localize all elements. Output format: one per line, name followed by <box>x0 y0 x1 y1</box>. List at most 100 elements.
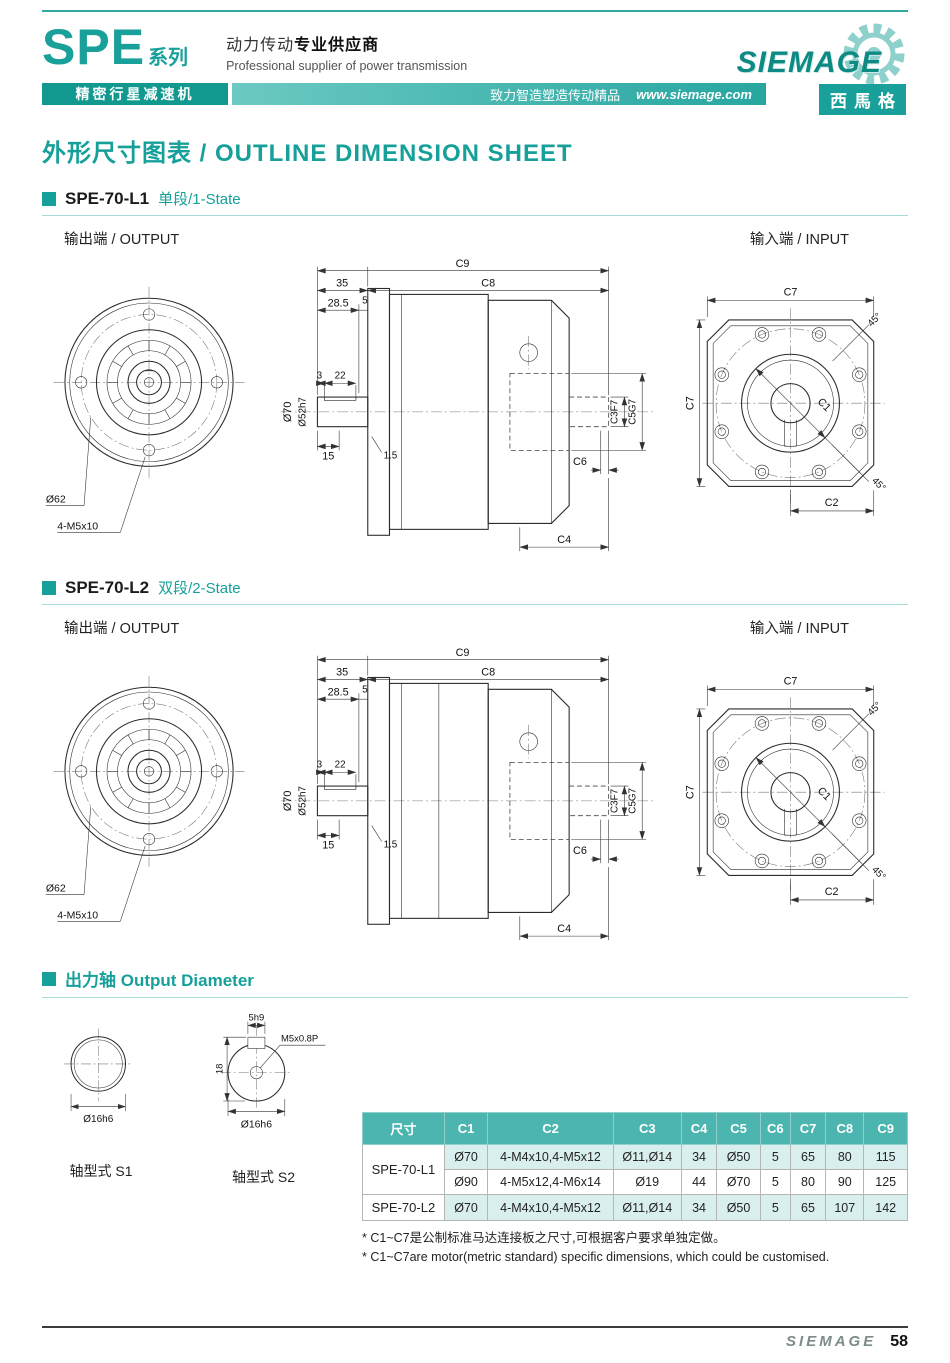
col-header: C6 <box>759 1112 791 1145</box>
dim-45-bottom-label: 45° <box>869 864 887 882</box>
table-cell: Ø19 <box>612 1169 682 1195</box>
dim-5-label: 5 <box>362 295 368 306</box>
output-label: 输出端 / OUTPUT <box>64 621 180 637</box>
dim-35-label: 35 <box>336 278 348 290</box>
dim-c7-top-label: C7 <box>784 286 798 298</box>
io-labels: 输出端 / OUTPUT 输入端 / INPUT <box>46 228 904 249</box>
section1-heading: SPE-70-L1 单段/1-State <box>42 188 908 216</box>
table-cell: 80 <box>825 1144 865 1170</box>
dim-28-5-label: 28.5 <box>327 686 348 698</box>
dim-3-label: 3 <box>316 370 322 381</box>
dim-c1-label: C1 <box>815 785 833 803</box>
shaft-s1-drawing: Ø16h6 <box>63 1028 133 1125</box>
brand-name: SIEMAGE <box>736 46 882 79</box>
tagline-cn: 动力传动专业供应商 <box>226 31 467 55</box>
dim-dia16-s1-label: Ø16h6 <box>83 1114 113 1125</box>
table-cell: 125 <box>863 1169 908 1195</box>
section-spe-70-l2: SPE-70-L2 双段/2-State 输出端 / OUTPUT 输入端 / … <box>42 577 908 946</box>
input-label: 输入端 / INPUT <box>749 232 849 248</box>
model-cell: SPE-70-L2 <box>362 1194 445 1221</box>
brand-name-cn: 西馬格 <box>819 84 906 115</box>
square-bullet-icon <box>42 191 56 206</box>
flange-outline <box>64 297 234 467</box>
dimensions: C9 35 C8 28.5 5 3 22 Ø70 Ø52h7 <box>281 258 646 552</box>
page-number: 58 <box>890 1333 908 1350</box>
table-cell: 5 <box>759 1169 791 1195</box>
table-cell: 115 <box>863 1144 908 1170</box>
tagline-en: Professional supplier of power transmiss… <box>226 59 468 73</box>
website-link[interactable]: www.siemage.com <box>636 86 752 102</box>
gearbox-body <box>316 287 609 536</box>
input-view-l1: C7 C7 C1 45° 45° C2 <box>685 286 888 516</box>
table-cell: 4-M4x10,4-M5x12 <box>487 1144 614 1170</box>
dim-c3-label: C3F7 <box>609 400 620 424</box>
dim-5h9-label: 5h9 <box>249 1013 265 1024</box>
dim-c4-label: C4 <box>557 534 571 546</box>
table-header-row: 尺寸 C1 C2 C3 C4 C5 C6 C7 C8 C9 <box>362 1112 908 1145</box>
table-cell: 142 <box>863 1194 908 1221</box>
dim-dia70-label: Ø70 <box>281 791 293 812</box>
section-spe-70-l1: SPE-70-L1 单段/1-State 输出端 / OUTPUT 输入端 / … <box>42 188 908 557</box>
dim-c1-label: C1 <box>815 396 833 414</box>
output-front-view-l1: Ø62 4-M5x10 <box>46 286 245 533</box>
dim-dia70-label: Ø70 <box>281 402 293 423</box>
note-en: * C1~C7are motor(metric standard) specif… <box>362 1249 830 1264</box>
dimensions: C9 35 C8 28.5 5 3 22 Ø70 Ø52h7 <box>281 647 646 941</box>
col-header: C2 <box>487 1112 614 1145</box>
square-bullet-icon <box>42 580 56 595</box>
dim-c2-label: C2 <box>825 497 839 509</box>
table-cell: 5 <box>759 1144 791 1170</box>
section-output-diameter: 出力轴 Output Diameter Ø16h6 轴型式 S1 <box>42 966 908 1267</box>
dim-c7-left-label: C7 <box>685 396 697 410</box>
table-cell: Ø70 <box>443 1144 489 1170</box>
dim-15-label: 15 <box>322 839 334 851</box>
section1-model: SPE-70-L1 <box>65 188 150 208</box>
col-header: 尺寸 <box>362 1112 445 1145</box>
model-cell: SPE-70-L1 <box>362 1144 445 1195</box>
flange-outline <box>706 319 875 487</box>
hub-and-gearing <box>95 717 203 825</box>
subtitle-banner: 精密行星减速机 <box>42 83 228 105</box>
shaft-s2-figure: 5h9 M5x0.8P 18 Ø16h6 轴型式 S2 <box>176 1013 351 1267</box>
bolt-holes <box>714 327 867 479</box>
output-label: 输出端 / OUTPUT <box>64 232 180 248</box>
table-cell: 65 <box>789 1144 827 1170</box>
centerlines <box>53 675 245 867</box>
io-labels: 输出端 / OUTPUT 输入端 / INPUT <box>46 617 904 638</box>
brand-logo: SIEMAGE 西馬格 <box>723 20 908 120</box>
table-cell: Ø11,Ø14 <box>612 1194 682 1221</box>
dim-dia16-s2-label: Ø16h6 <box>241 1120 272 1131</box>
side-view-l1: C9 35 C8 28.5 5 3 22 Ø70 Ø52h7 <box>280 258 653 552</box>
centerlines <box>53 286 245 478</box>
shaft-s1-figure: Ø16h6 轴型式 S1 <box>42 1014 160 1267</box>
centerlines <box>702 697 885 891</box>
dim-bolt-label: 4-M5x10 <box>57 520 98 532</box>
shaft-s2-drawing: 5h9 M5x0.8P 18 Ø16h6 <box>214 1013 326 1131</box>
dim-bolt-label: 4-M5x10 <box>57 909 98 921</box>
dim-c4-label: C4 <box>557 923 571 935</box>
section1-type: 单段/1-State <box>158 191 241 208</box>
output-front-view-l2: Ø62 4-M5x10 <box>46 675 245 922</box>
dim-dia62-label: Ø62 <box>46 493 66 505</box>
side-view-l2: C9 35 C8 28.5 5 3 22 Ø70 Ø52h7 <box>280 647 653 941</box>
col-header: C1 <box>443 1112 489 1145</box>
dim-dia52-label: Ø52h7 <box>297 786 308 816</box>
table-cell: 107 <box>825 1194 865 1221</box>
table-row: Ø90 4-M5x12,4-M6x14 Ø19 44 Ø70 5 80 90 1… <box>363 1169 908 1195</box>
input-label: 输入端 / INPUT <box>749 621 849 637</box>
section2-type: 双段/2-State <box>158 580 241 597</box>
header-band: 精密行星减速机 致力智造塑造传动精品 www.siemage.com <box>42 83 766 105</box>
page-footer: SIEMAGE 58 <box>42 1326 908 1351</box>
table-cell: 4-M5x12,4-M6x14 <box>487 1169 614 1195</box>
dim-5-label: 5 <box>362 684 368 695</box>
shaft-s2-label: 轴型式 S2 <box>231 1168 295 1185</box>
table-cell: 34 <box>680 1144 718 1170</box>
table-cell: 44 <box>680 1169 718 1195</box>
tagline-bold: 专业供应商 <box>294 37 380 54</box>
square-bullet-icon <box>42 971 56 986</box>
series-suffix: 系列 <box>148 47 189 69</box>
hub-and-gearing <box>95 328 203 436</box>
table-cell: 65 <box>789 1194 827 1221</box>
